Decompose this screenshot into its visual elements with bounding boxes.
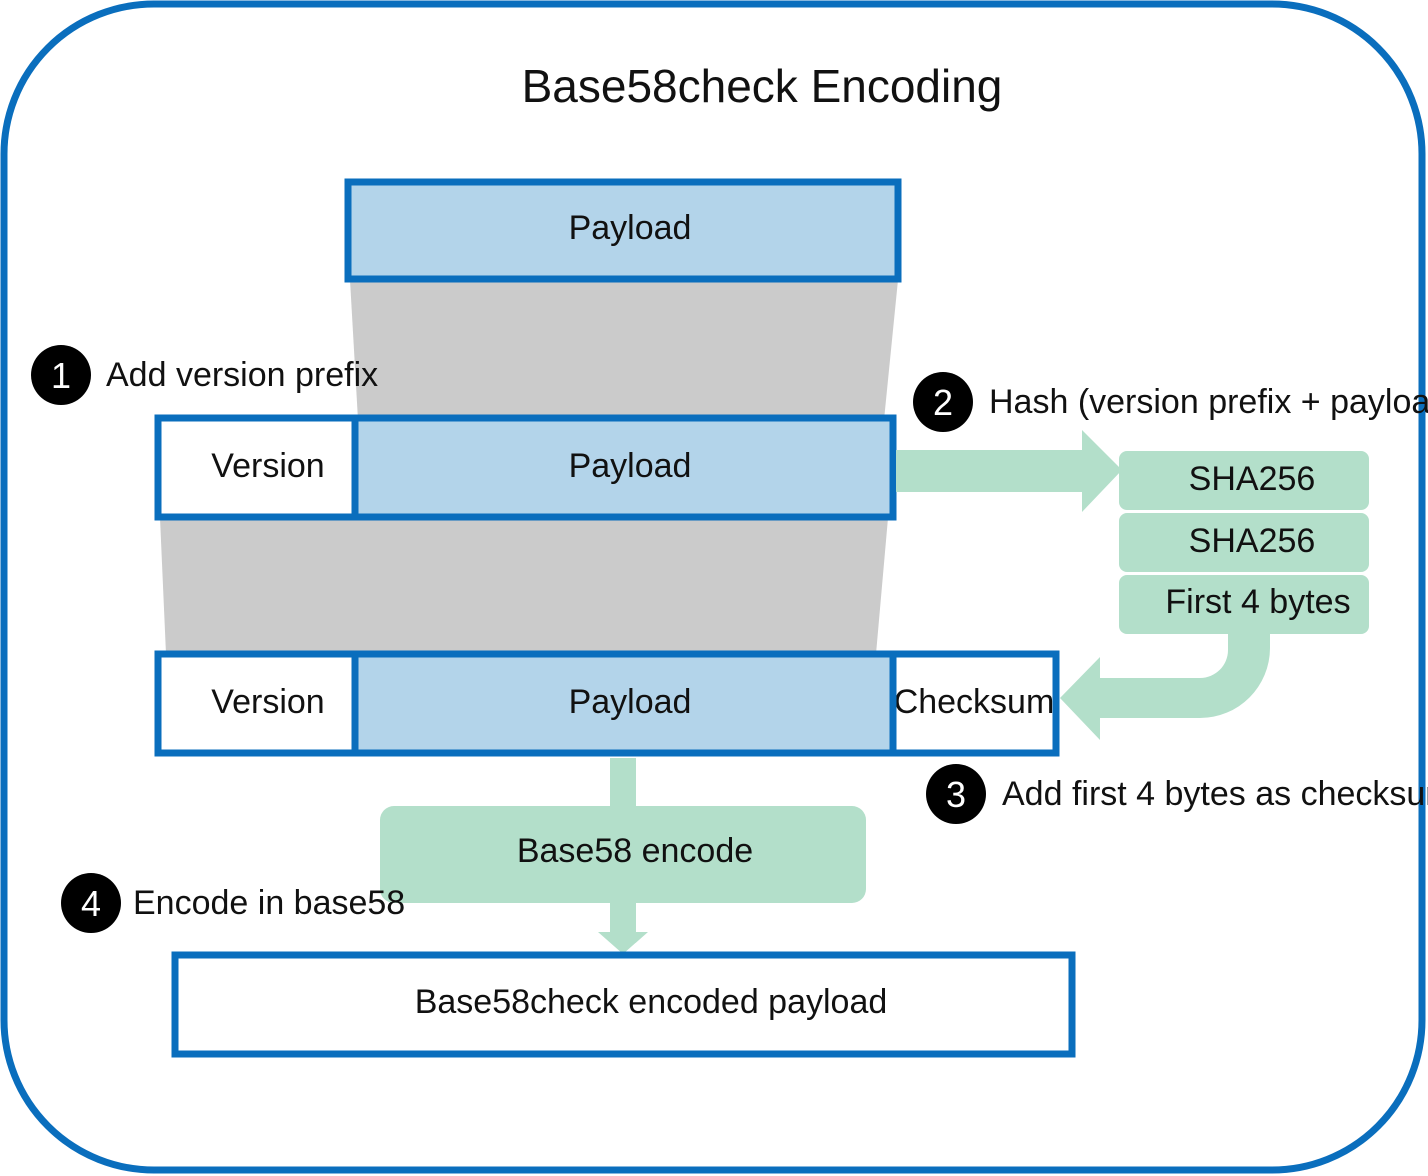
base58-encode-box xyxy=(380,806,866,903)
step-4-number: 4 xyxy=(81,883,101,924)
hash-step-first-4-bytes xyxy=(1119,575,1369,634)
encode-connector xyxy=(610,758,636,808)
step-3: 3 Add first 4 bytes as checksum xyxy=(926,764,1428,824)
version-label-bottom: Version xyxy=(211,683,324,721)
result-box xyxy=(171,951,1076,1058)
hash-stack: SHA256 SHA256 First 4 bytes xyxy=(1119,451,1369,634)
checksum-label: Checksum xyxy=(894,683,1055,721)
step-2-number: 2 xyxy=(933,382,953,423)
step-2-badge xyxy=(913,372,973,432)
payload-label-middle: Payload xyxy=(569,447,692,485)
funnel-top xyxy=(350,280,898,420)
hash-arrow xyxy=(896,430,1122,512)
payload-box-top xyxy=(344,178,902,283)
step-3-number: 3 xyxy=(946,774,966,815)
version-label-middle: Version xyxy=(211,447,324,485)
step-2: 2 Hash (version prefix + payload) xyxy=(913,372,1428,432)
row-top: Payload xyxy=(344,178,902,283)
base58-encode-label: Base58 encode xyxy=(517,832,753,870)
row-bottom: Version Checksum Payload xyxy=(154,650,1060,757)
payload-box-middle xyxy=(351,414,897,521)
step-1-badge xyxy=(31,345,91,405)
step-1: 1 Add version prefix xyxy=(31,345,378,405)
version-box-bottom xyxy=(154,650,360,757)
payload-label-bottom: Payload xyxy=(569,683,692,721)
step-1-label: Add version prefix xyxy=(106,356,378,394)
step-3-label: Add first 4 bytes as checksum xyxy=(1002,775,1428,813)
step-3-badge xyxy=(926,764,986,824)
version-box-middle xyxy=(154,414,360,521)
checksum-box xyxy=(886,650,1060,757)
step-1-number: 1 xyxy=(51,355,71,396)
hash-step-sha256-1 xyxy=(1119,451,1369,510)
hash-step-sha256-2 xyxy=(1119,513,1369,572)
result-arrow xyxy=(598,903,648,954)
checksum-arrow xyxy=(1060,634,1270,740)
hash-step-label-2: SHA256 xyxy=(1189,522,1316,560)
diagram-title: Base58check Encoding xyxy=(522,60,1003,112)
step-4-badge xyxy=(61,873,121,933)
payload-box-bottom xyxy=(351,650,897,757)
payload-label-top: Payload xyxy=(569,209,692,247)
result-label: Base58check encoded payload xyxy=(415,983,888,1021)
step-4-label: Encode in base58 xyxy=(133,884,405,922)
step-4: 4 Encode in base58 xyxy=(61,873,405,933)
hash-step-label-1: SHA256 xyxy=(1189,460,1316,498)
hash-step-label-3: First 4 bytes xyxy=(1165,583,1350,621)
row-middle: Version Payload xyxy=(154,414,897,521)
step-2-label: Hash (version prefix + payload) xyxy=(989,383,1428,421)
funnel-bottom xyxy=(160,518,888,654)
